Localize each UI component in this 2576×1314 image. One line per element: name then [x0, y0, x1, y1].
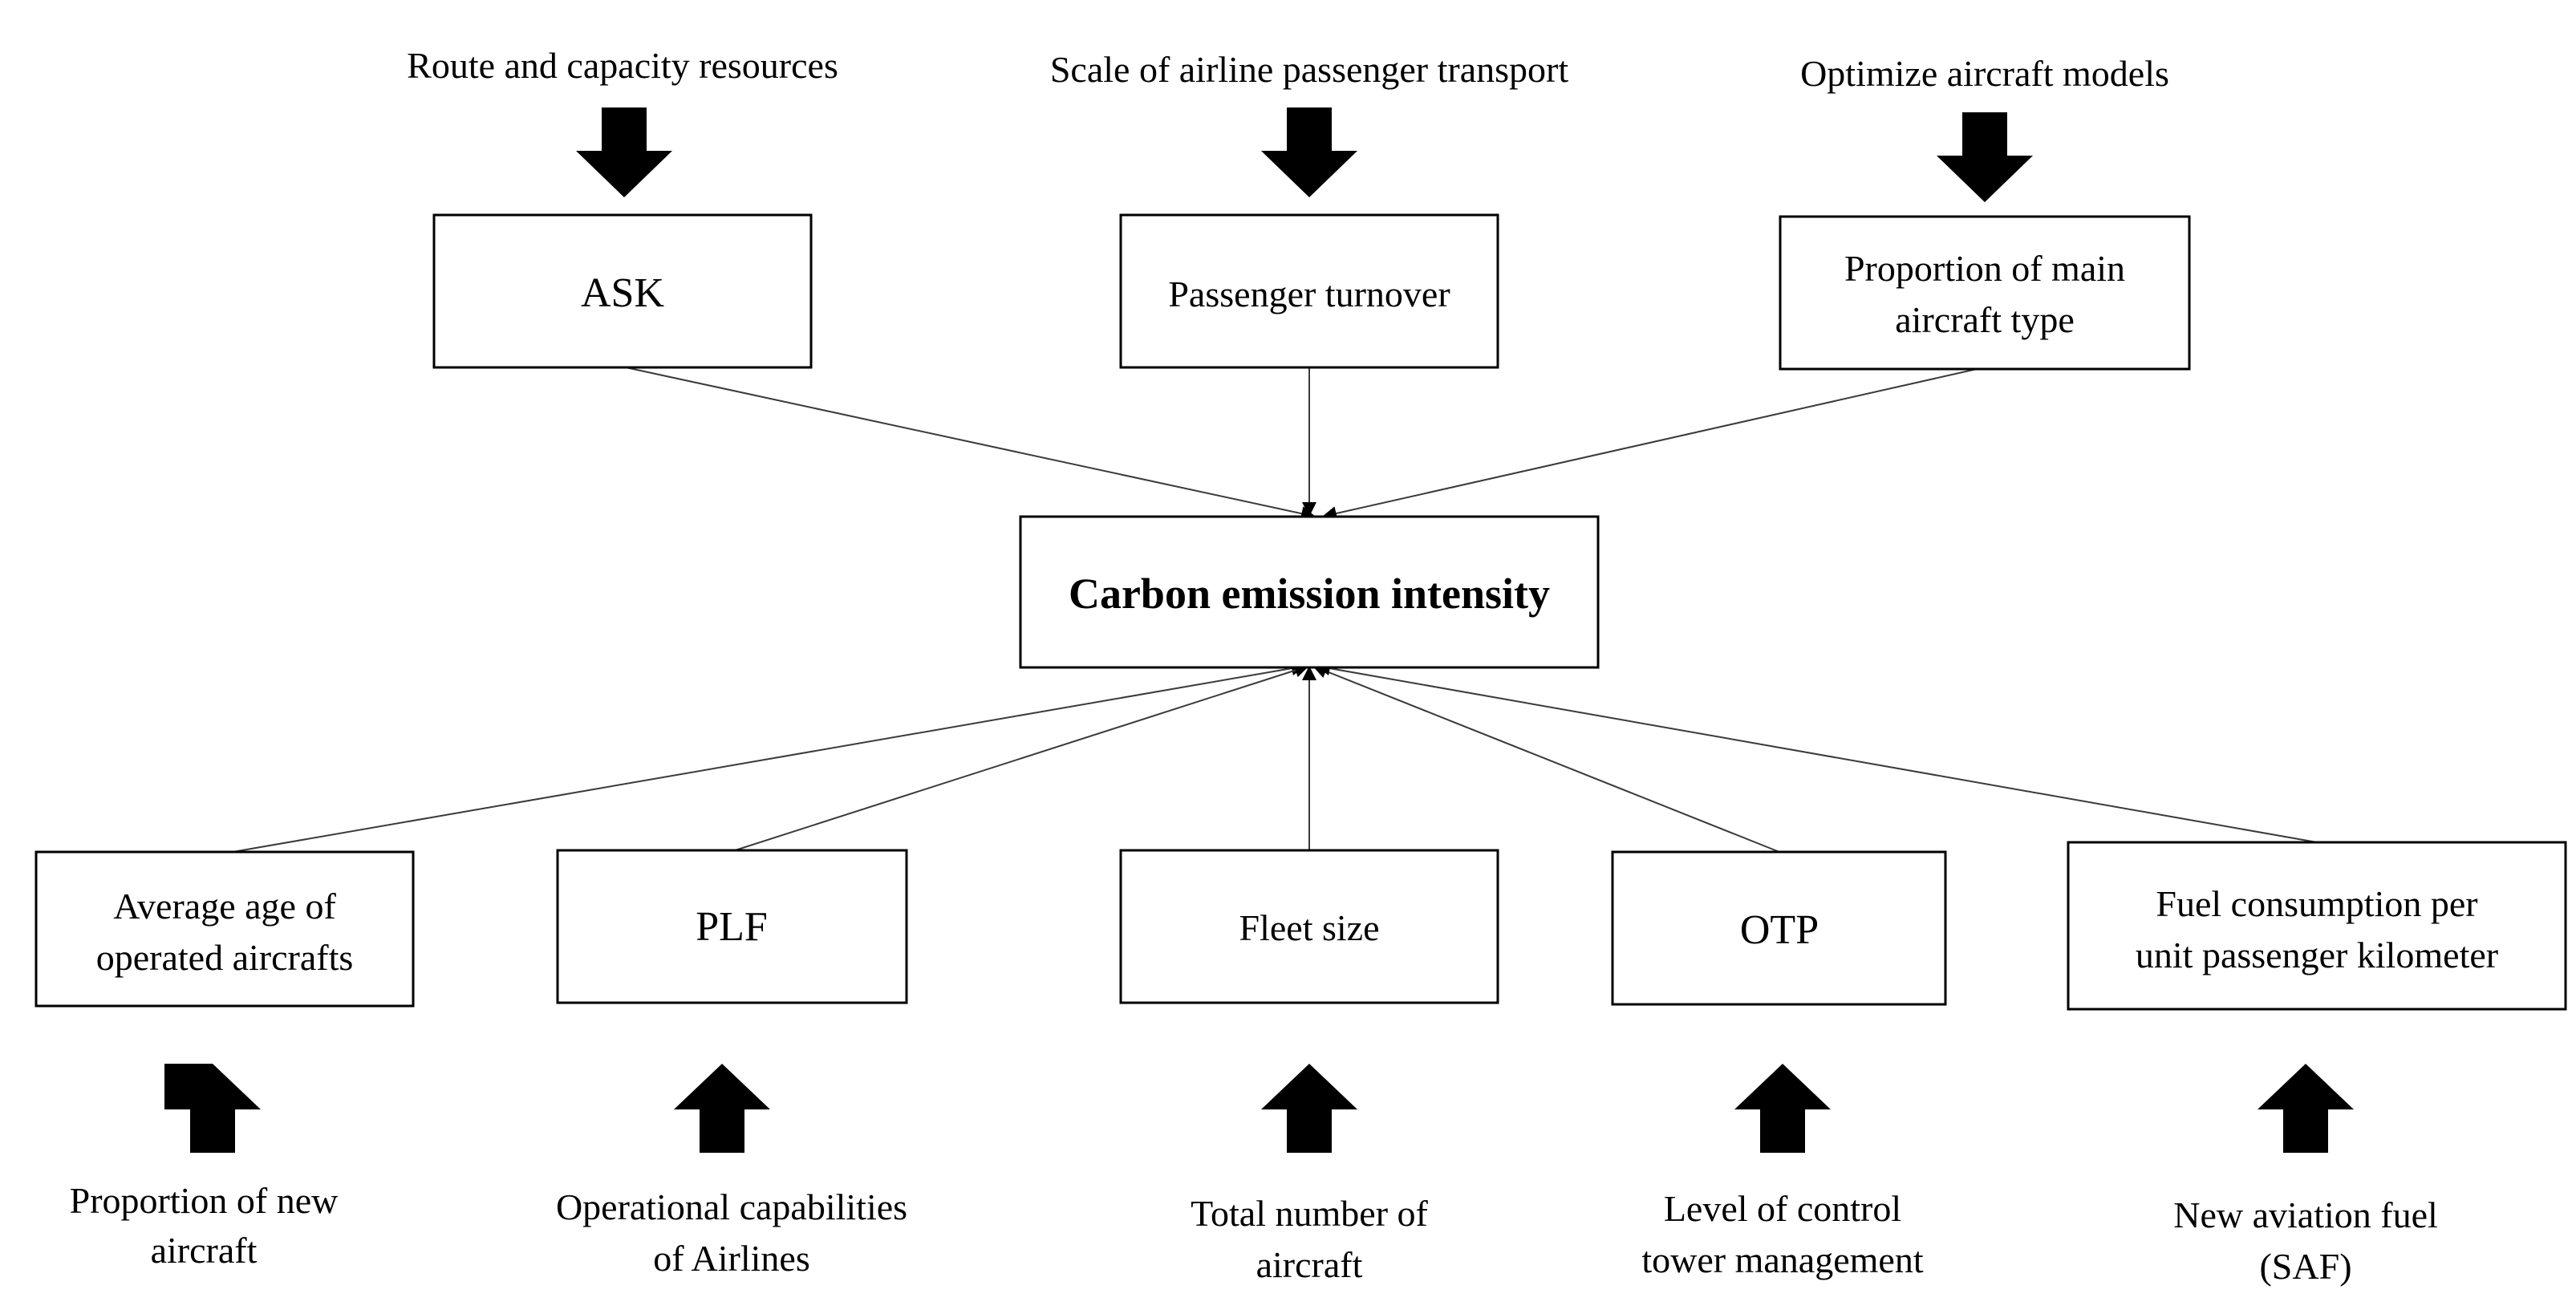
center-label: Carbon emission intensity: [1069, 570, 1550, 618]
factor-label-average-age-line1: Average age of: [113, 886, 336, 927]
connector-plf: [729, 663, 1310, 853]
up-arrow-icon: [1261, 1064, 1357, 1153]
factor-label-ask: ASK: [581, 270, 664, 316]
factor-label-average-age-line2: operated aircrafts: [96, 937, 354, 978]
factor-label-main-aircraft-type-line1: Proportion of main: [1844, 248, 2125, 289]
top-factor-passenger-turnover: Scale of airline passenger transport Pas…: [1050, 49, 1569, 369]
connectors: [232, 367, 2318, 853]
factor-box-fuel-consumption: [2067, 841, 2567, 1011]
bottom-factor-fleet-size: Fleet size Total number of aircraft: [1119, 849, 1499, 1285]
factor-box-passenger-turnover: [1119, 213, 1499, 369]
driver-label-plf-line1: Operational capabilities: [556, 1186, 907, 1227]
factor-label-main-aircraft-type-line2: aircraft type: [1895, 299, 2074, 340]
driver-optimize-aircraft-models: Optimize aircraft models: [1800, 53, 2169, 94]
driver-scale-airline-transport: Scale of airline passenger transport: [1050, 49, 1569, 90]
center-box: [1019, 515, 1600, 669]
down-arrow-icon: [576, 107, 672, 197]
factor-box-plf: [556, 849, 908, 1004]
driver-label-otp-line2: tower management: [1641, 1239, 1923, 1280]
driver-label-otp-line1: Level of control: [1664, 1188, 1901, 1229]
driver-label-average-age-line2: aircraft: [151, 1230, 258, 1271]
connector-fuel-consumption: [1315, 661, 2318, 843]
top-factor-main-aircraft-type: Optimize aircraft models Proportion of m…: [1779, 53, 2191, 371]
factor-label-fleet-size: Fleet size: [1239, 907, 1380, 948]
connector-ask: [625, 367, 1316, 521]
bottom-factor-plf: PLF Operational capabilities of Airlines: [556, 849, 908, 1279]
up-arrow-icon: [1734, 1064, 1831, 1153]
factor-box-ask: [432, 213, 813, 369]
factor-label-otp: OTP: [1740, 907, 1819, 953]
factor-box-otp: [1611, 850, 1947, 1006]
driver-label-fleet-size-line2: aircraft: [1256, 1244, 1363, 1285]
factor-box-main-aircraft-type: [1779, 215, 2191, 371]
factor-label-fuel-consumption-line2: unit passenger kilometer: [2136, 935, 2498, 975]
driver-label-plf-line2: of Airlines: [653, 1238, 809, 1279]
up-arrow-icon: [674, 1064, 770, 1153]
connector-otp: [1312, 664, 1780, 853]
driver-label-average-age-line1: Proportion of new: [70, 1180, 339, 1221]
bottom-factor-otp: OTP Level of control tower management: [1611, 850, 1947, 1280]
factor-box-fleet-size: [1119, 849, 1499, 1004]
connector-average-age: [232, 661, 1307, 853]
down-arrow-icon: [1261, 107, 1357, 197]
factor-label-fuel-consumption-line1: Fuel consumption per: [2156, 883, 2477, 924]
driver-label-fuel-consumption-line1: New aviation fuel: [2173, 1194, 2438, 1235]
factor-box-average-age: [34, 850, 415, 1008]
bottom-factor-fuel-consumption: Fuel consumption per unit passenger kilo…: [2067, 841, 2567, 1287]
bottom-factor-average-age: Average age of operated aircrafts Propor…: [34, 850, 415, 1271]
factor-label-plf: PLF: [696, 904, 768, 950]
driver-route-capacity-resources: Route and capacity resources: [407, 45, 838, 86]
driver-label-fleet-size-line1: Total number of: [1191, 1193, 1428, 1234]
driver-label-fuel-consumption-line2: (SAF): [2259, 1246, 2351, 1287]
connector-main-aircraft-type: [1321, 367, 1985, 521]
factor-label-passenger-turnover: Passenger turnover: [1168, 274, 1450, 314]
up-arrow-icon: [164, 1064, 261, 1153]
top-factor-ask: Route and capacity resources ASK: [407, 45, 838, 369]
down-arrow-icon: [1937, 112, 2033, 202]
up-arrow-icon: [2258, 1064, 2354, 1153]
center-node: Carbon emission intensity: [1019, 515, 1600, 669]
